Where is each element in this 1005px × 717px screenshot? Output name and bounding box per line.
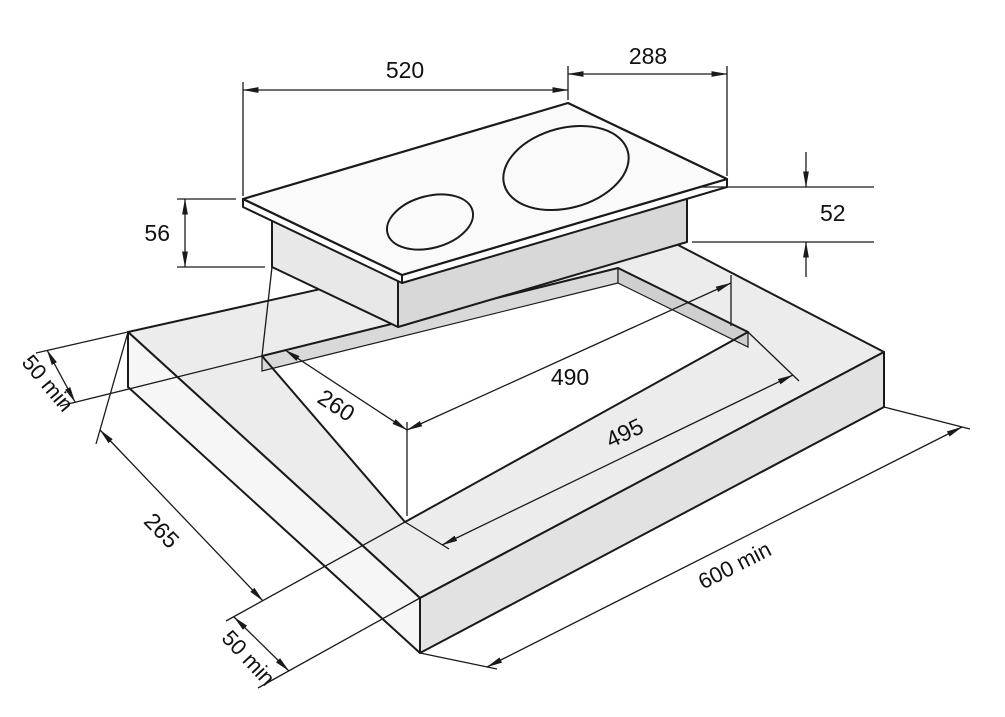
dim-label-cooktop-depth: 288 [629,43,667,69]
dim-label-front-clearance: 50 min [217,625,280,690]
dim-label-cooktop-height: 56 [144,220,170,246]
burner-large [502,124,630,212]
dim-label-worktop-left-depth: 265 [139,508,184,554]
extension-line [257,597,421,689]
dim-label-worktop-min-width: 600 min [694,536,775,594]
extension-line [883,406,971,430]
dim-label-side-clearance: 50 min [17,350,79,417]
extension-line [747,331,800,382]
burner-small [385,193,475,251]
extension-line [95,331,129,445]
dim-label-body-height: 52 [820,200,846,226]
dimension-lines [46,71,963,672]
extension-line [419,652,498,670]
dim-line-worktop-left-depth [99,429,264,602]
dim-line-side-clearance [46,349,76,403]
extension-line [59,355,263,407]
cooktop-glass-top [241,101,729,277]
dim-label-cooktop-width: 520 [386,57,424,83]
dim-line-cutout-depth [284,349,408,431]
dim-line-worktop-min-width [486,426,963,668]
projection-line [261,266,273,357]
dim-label-cutout-width: 490 [551,364,589,390]
dim-line-front-clearance [233,616,290,672]
extension-line [35,331,129,354]
extension-line [225,521,406,622]
